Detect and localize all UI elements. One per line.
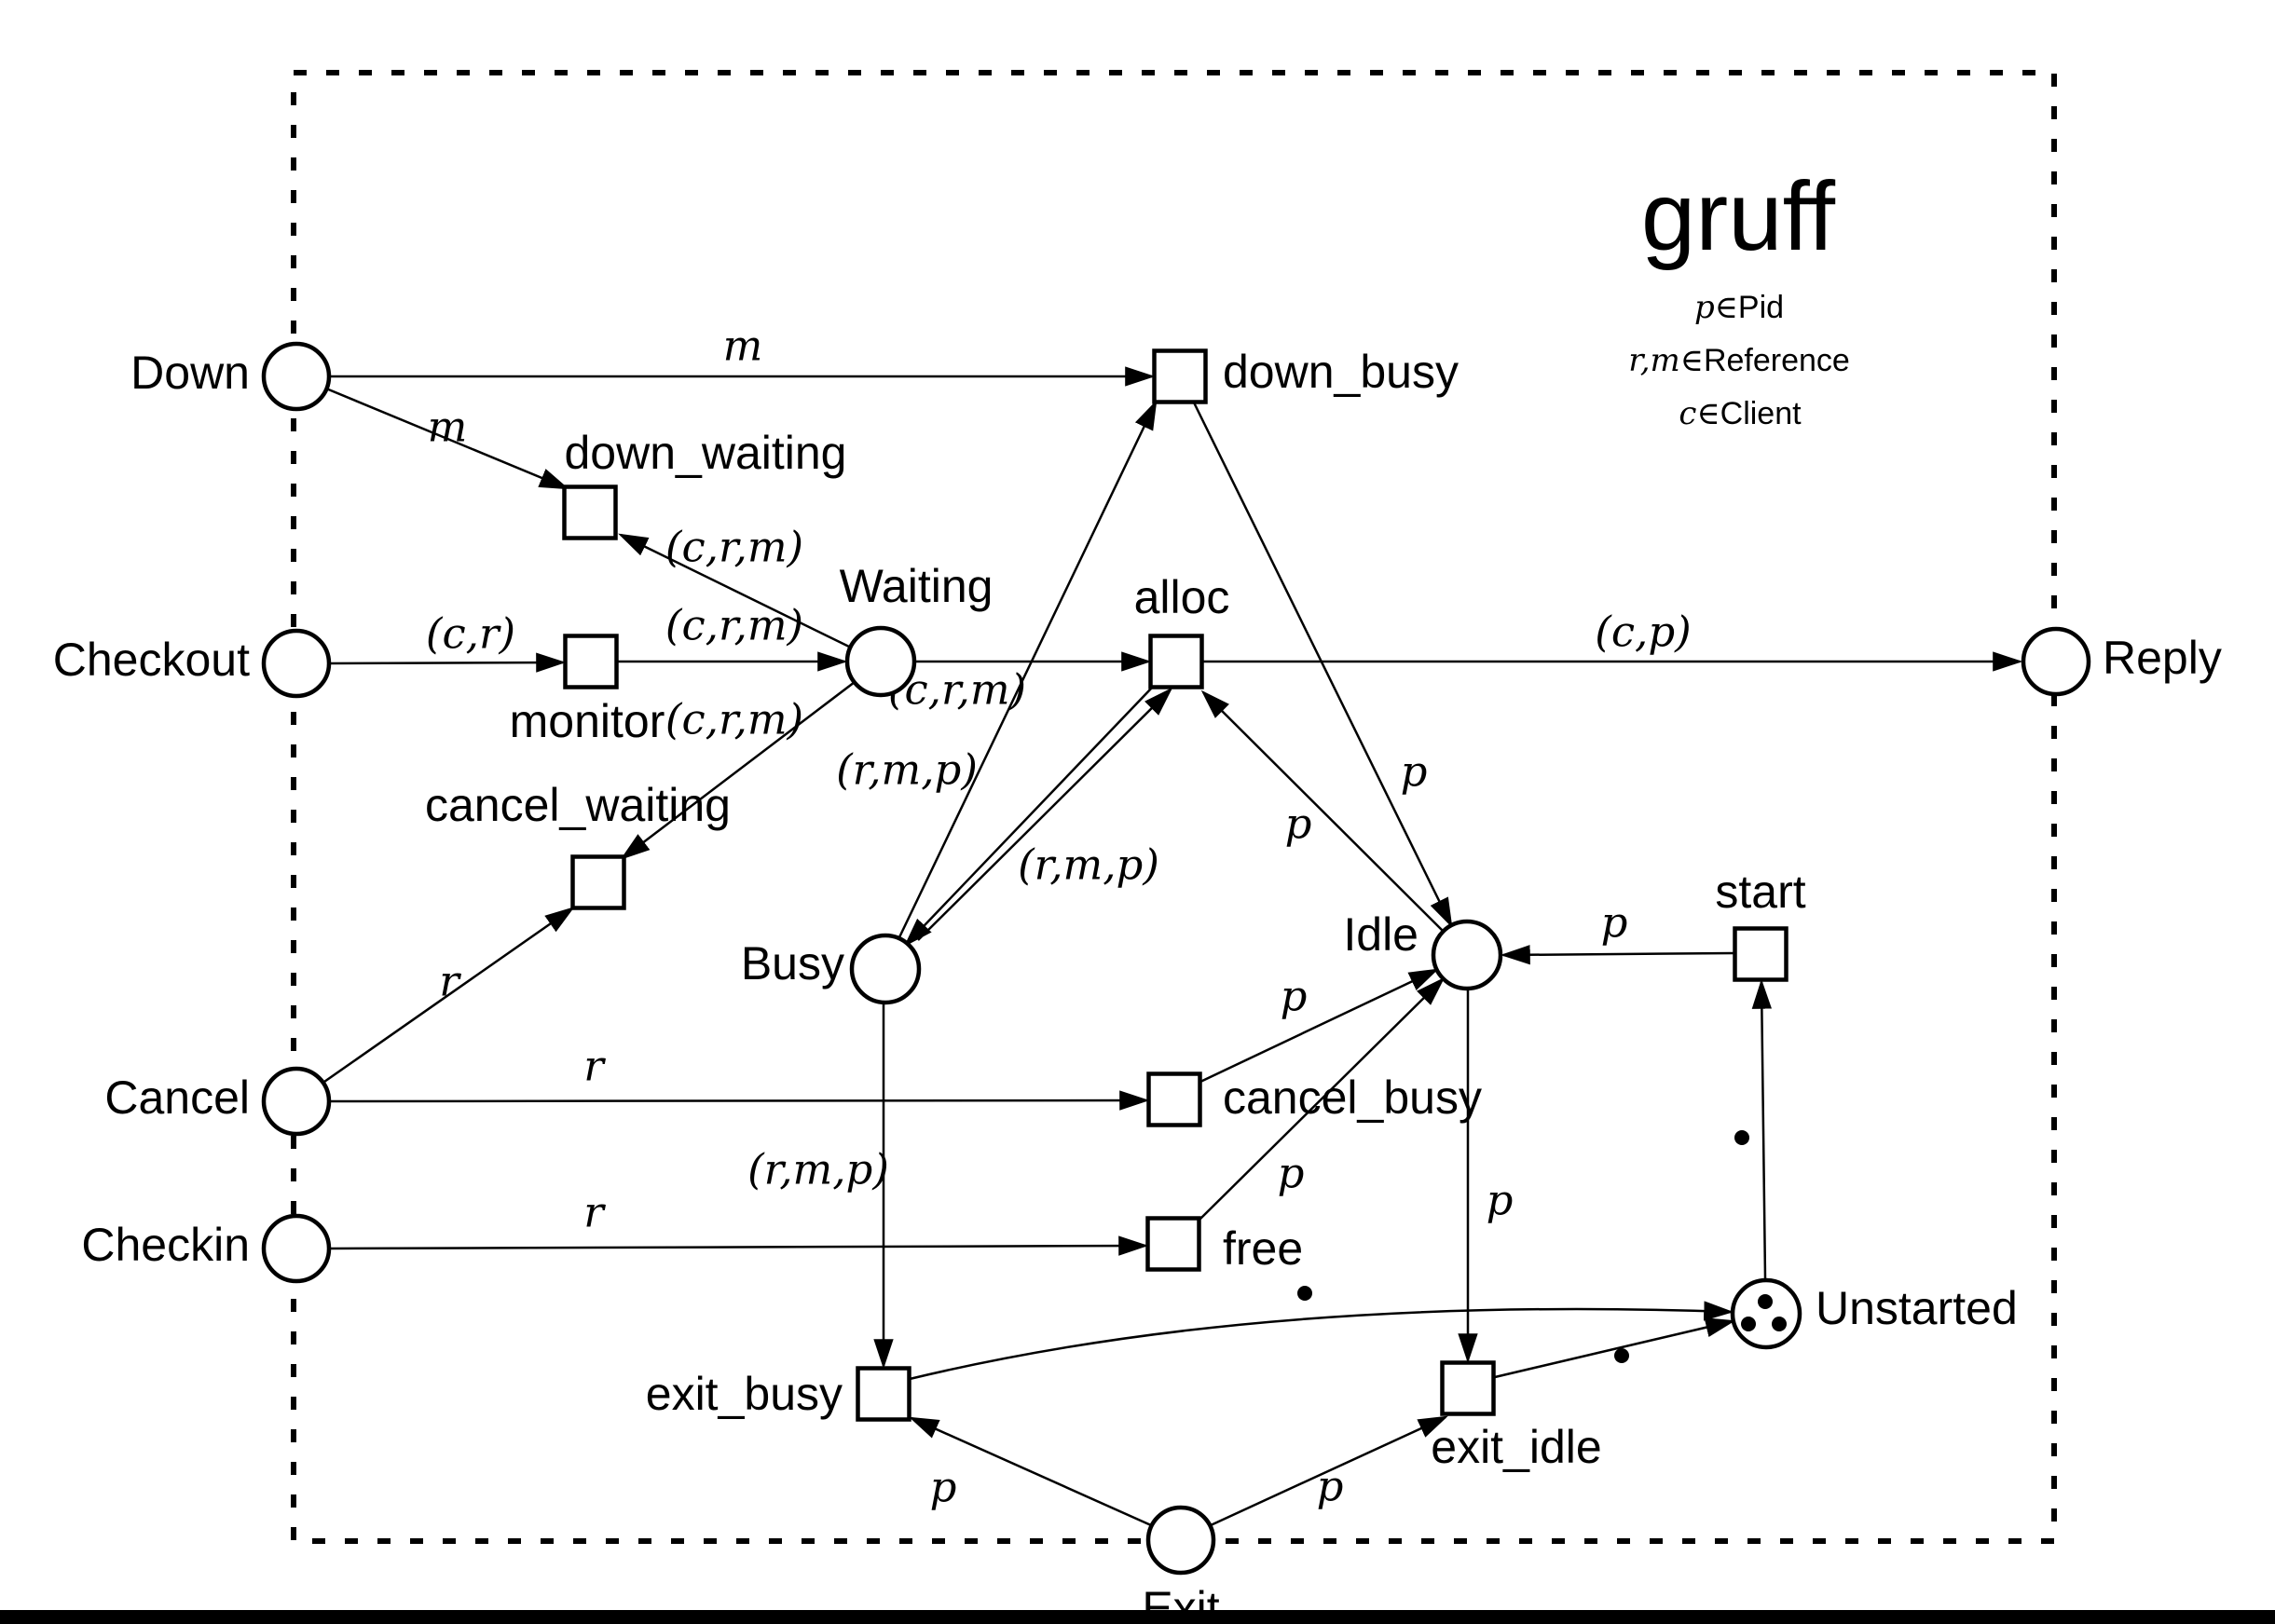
diagram-title: gruff xyxy=(1641,162,1836,271)
arc-label-Checkin-free: r xyxy=(583,1188,606,1237)
arc-free-Idle xyxy=(1199,976,1446,1221)
transition-cancel_waiting xyxy=(570,854,626,910)
transition-label-alloc: alloc xyxy=(1134,571,1230,623)
transition-monitor xyxy=(563,634,619,689)
arc-Waiting-cancel_waiting xyxy=(620,681,856,860)
arc-label-cancel_busy-Idle: p xyxy=(1281,972,1308,1021)
place-label-Checkin: Checkin xyxy=(81,1219,250,1271)
arc-label-free-Idle: p xyxy=(1278,1149,1305,1198)
token-dot xyxy=(1758,1294,1773,1309)
arc-label-Waiting-down_waiting: (c,r,m) xyxy=(665,523,803,572)
arc-Down-down_waiting xyxy=(325,387,569,490)
place-Busy xyxy=(849,933,922,1005)
legend-item: p∈Pid xyxy=(1694,289,1784,326)
arc-label-alloc-Busy: (r,m,p) xyxy=(836,745,978,795)
arc-label-Waiting-cancel_waiting: (c,r,m) xyxy=(665,695,803,744)
transition-label-down_waiting: down_waiting xyxy=(565,427,847,479)
token-dot xyxy=(1614,1348,1629,1363)
place-Unstarted xyxy=(1730,1277,1802,1350)
place-label-Idle: Idle xyxy=(1343,908,1418,961)
transition-alloc xyxy=(1148,634,1204,689)
arc-label-Busy-exit_busy: (r,m,p) xyxy=(747,1145,889,1194)
place-Checkout xyxy=(261,628,332,699)
transition-exit_busy xyxy=(856,1366,911,1422)
place-label-Cancel: Cancel xyxy=(104,1071,250,1124)
transition-label-free: free xyxy=(1223,1222,1303,1275)
arc-cancel_busy-Idle xyxy=(1199,968,1439,1084)
place-Exit xyxy=(1145,1505,1216,1576)
place-label-Reply: Reply xyxy=(2103,632,2222,684)
transition-label-monitor: monitor xyxy=(510,695,665,747)
arc-Exit-exit_busy xyxy=(909,1416,1152,1527)
arc-label-alloc-Reply: (c,p) xyxy=(1595,607,1691,657)
transition-label-cancel_waiting: cancel_waiting xyxy=(425,779,731,831)
arc-Busy-alloc xyxy=(917,687,1173,941)
place-Reply xyxy=(2021,626,2091,697)
arc-label-Cancel-cancel_waiting: r xyxy=(439,957,461,1006)
place-label-Busy: Busy xyxy=(741,937,844,989)
transition-start xyxy=(1733,926,1788,982)
arc-Cancel-cancel_waiting xyxy=(323,907,575,1084)
token-dot xyxy=(1772,1317,1787,1331)
arc-Unstarted-start xyxy=(1751,978,1773,1279)
arc-exit_idle-Unstarted xyxy=(1494,1317,1736,1379)
place-label-Down: Down xyxy=(130,347,250,399)
transition-label-start: start xyxy=(1715,866,1805,918)
arc-label-Cancel-cancel_busy: r xyxy=(583,1042,606,1091)
arc-label-Idle-alloc: p xyxy=(1285,799,1312,849)
arc-Idle-alloc xyxy=(1200,689,1444,932)
arc-label-Idle-exit_idle: p xyxy=(1487,1176,1514,1225)
arc-alloc-Busy xyxy=(903,687,1153,948)
place-label-Unstarted: Unstarted xyxy=(1816,1282,2018,1334)
transition-exit_idle xyxy=(1440,1360,1496,1416)
place-Idle xyxy=(1431,919,1503,991)
arc-down_busy-Idle xyxy=(1192,402,1453,928)
bottom-crop-bar xyxy=(0,1610,2275,1624)
token-dot xyxy=(1734,1130,1749,1145)
arc-Cancel-cancel_busy xyxy=(329,1090,1150,1111)
arc-label-Busy-alloc: (r,m,p) xyxy=(1018,840,1159,890)
place-Down xyxy=(261,341,332,412)
arc-Checkout-monitor xyxy=(329,652,567,673)
transition-down_busy xyxy=(1152,348,1208,404)
transition-label-exit_idle: exit_idle xyxy=(1431,1421,1601,1473)
token-dot xyxy=(1741,1317,1756,1331)
place-Checkin xyxy=(261,1213,332,1284)
arc-Busy-down_busy xyxy=(898,400,1158,938)
arc-Checkin-free xyxy=(329,1235,1149,1256)
place-label-Checkout: Checkout xyxy=(53,634,250,686)
arc-label-Down-down_busy: m xyxy=(723,321,763,371)
transition-free xyxy=(1145,1216,1201,1272)
transition-label-down_busy: down_busy xyxy=(1223,346,1459,398)
legend-item: c∈Client xyxy=(1679,395,1802,432)
transition-label-exit_busy: exit_busy xyxy=(646,1368,843,1420)
transition-label-cancel_busy: cancel_busy xyxy=(1223,1071,1482,1124)
arc-label-Checkout-monitor: (c,r) xyxy=(426,609,515,659)
arc-Waiting-down_waiting xyxy=(618,533,850,648)
arc-Exit-exit_idle xyxy=(1210,1415,1448,1527)
token-dot xyxy=(1297,1286,1312,1301)
arc-label-Exit-exit_busy: p xyxy=(930,1463,957,1512)
arc-exit_busy-Unstarted xyxy=(909,1301,1734,1381)
place-label-Waiting: Waiting xyxy=(840,560,994,612)
transition-cancel_busy xyxy=(1146,1071,1202,1127)
arc-start-Idle xyxy=(1500,945,1735,965)
arc-label-monitor-Waiting: (c,r,m) xyxy=(665,601,803,650)
arc-label-start-Idle: p xyxy=(1601,898,1628,948)
arc-label-Down-down_waiting: m xyxy=(428,403,468,452)
transition-down_waiting xyxy=(562,484,618,540)
legend-item: r,m∈Reference xyxy=(1628,342,1850,379)
arc-label-Exit-exit_idle: p xyxy=(1317,1462,1344,1511)
arc-label-down_busy-Idle: p xyxy=(1401,747,1428,797)
place-Waiting xyxy=(844,625,917,698)
place-Cancel xyxy=(261,1066,332,1137)
